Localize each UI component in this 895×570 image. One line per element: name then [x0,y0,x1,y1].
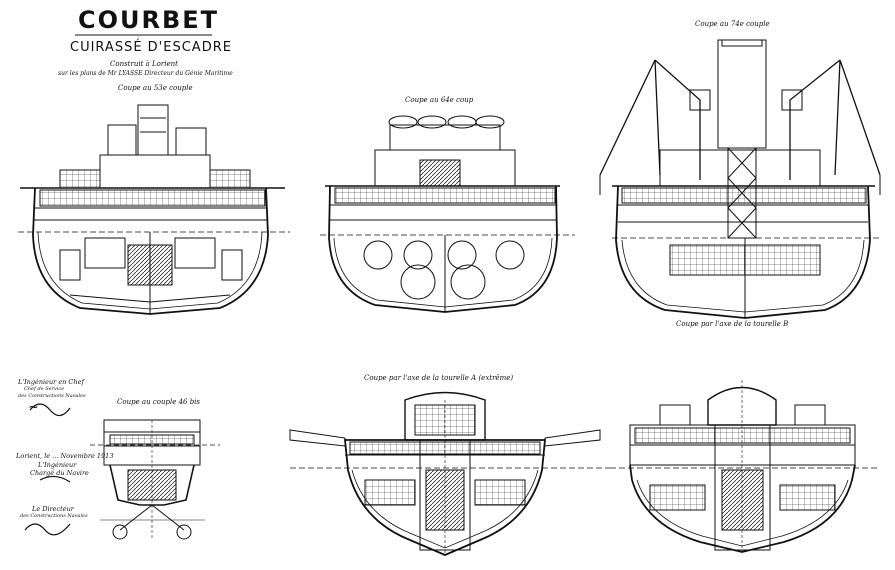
section-53-drawing [18,104,290,315]
ship-title: COURBET [78,6,220,34]
drawing-date: Lorient, le ... Novembre 1913 [16,452,114,460]
engineer-title: L'Ingénieur en Chef [18,378,84,386]
ship-type: CUIRASSÉ D'ESCADRE [70,40,232,55]
built-note: Construit à Lorient [110,60,178,68]
caption-section-64: Coupe au 64e coup [405,96,474,104]
caption-turret-a: Coupe par l'axe de la tourelle A (extrêm… [364,374,514,382]
director-title: Le Directeur [32,505,74,513]
section-turret-a-drawing [289,391,610,556]
engineer-sub2: des Constructions Navales [18,393,86,399]
caption-turret-b: Coupe par l'axe de la tourelle B [676,320,789,328]
section-turret-b-drawing [610,380,880,555]
signatures [24,403,71,536]
caption-section-74: Coupe au 74e couple [695,20,770,28]
caption-section-53: Coupe au 53e couple [118,84,193,92]
plans-note: sur les plans de Mr LYASSE Directeur du … [58,70,233,77]
caption-section-46: Coupe au couple 46 bis [117,398,201,406]
section-46-drawing [90,419,220,540]
director-sub: des Constructions Navales [20,513,88,519]
engineer-signature: ~ [28,400,39,415]
engineer2-title: L'Ingénieur [38,461,77,469]
section-64-drawing [320,115,575,313]
engineer2-sub: Chargé du Navire [30,469,89,477]
section-74-drawing [599,39,881,319]
engineer-sub: Chef de Service [24,386,65,392]
